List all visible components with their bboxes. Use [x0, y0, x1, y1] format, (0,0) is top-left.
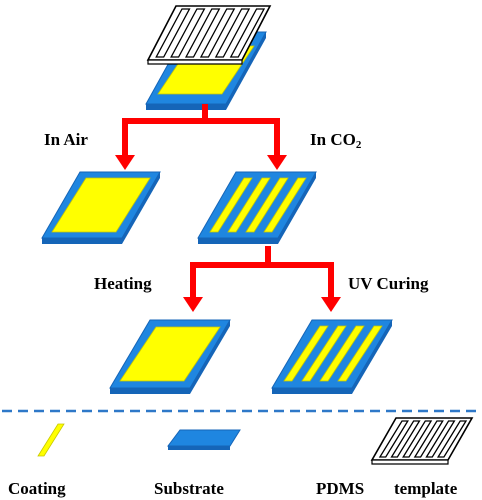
coating-stripe [337, 325, 383, 382]
coating-stripe [301, 325, 347, 382]
legend-template-label: template [394, 479, 458, 498]
substrate-plate-icon [167, 429, 241, 450]
in-co2-subscript: 2 [355, 139, 362, 151]
template-top-bar [155, 8, 191, 58]
template-top-bar [184, 8, 221, 58]
template-legend-edge [371, 459, 449, 465]
template-top-bar [229, 8, 266, 58]
heating-label: Heating [94, 274, 152, 293]
coating-stripe [209, 177, 253, 233]
coating-strip-icon [37, 423, 65, 457]
in-air-label: In Air [44, 130, 88, 149]
template-legend-bar [378, 420, 409, 458]
coating-stripe [227, 177, 271, 233]
template-top-edge [147, 59, 243, 65]
coating-stripe [319, 325, 365, 382]
in-co2-main: In CO [310, 130, 356, 149]
split-arrow-1 [115, 104, 287, 170]
legend-substrate-label: Substrate [154, 479, 224, 498]
legend-coating-label: Coating [8, 479, 66, 498]
split-arrow-2 [183, 246, 341, 312]
pdms-template-top [146, 5, 272, 65]
coating-stripe [283, 325, 329, 382]
uv-cured-sample [271, 319, 393, 394]
template-top-bar [214, 8, 251, 58]
template-legend-bar [390, 420, 421, 458]
uv-curing-label: UV Curing [348, 274, 429, 293]
template-top-bar [199, 8, 236, 58]
legend-pdms-label: PDMS [316, 479, 365, 498]
pdms-template-icon [370, 417, 474, 465]
template-legend-bar [413, 420, 444, 458]
coating-stripe [245, 177, 289, 233]
in-co2-label: In CO2 [310, 131, 361, 151]
co2-sample [197, 171, 317, 244]
coating-stripe [263, 177, 307, 233]
heated-sample [109, 319, 231, 394]
template-legend-bar [402, 420, 433, 458]
template-legend-bar [425, 420, 456, 458]
template-top-bar [170, 8, 206, 58]
air-sample [41, 171, 161, 244]
template-legend-bar [436, 420, 468, 458]
